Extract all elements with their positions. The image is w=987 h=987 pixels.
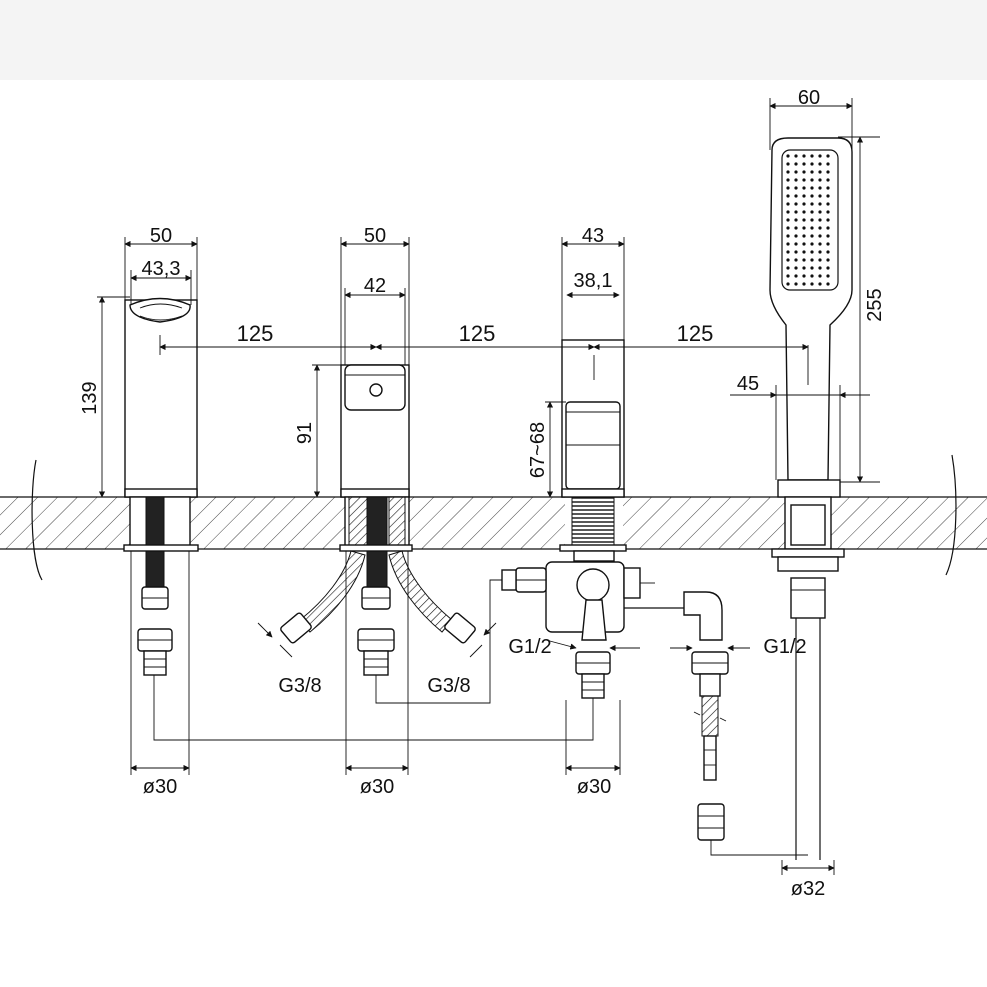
- spacing-1-label: 125: [237, 321, 274, 346]
- spout-width-label: 50: [150, 225, 172, 247]
- mixer-inner-width-label: 42: [364, 275, 386, 297]
- diverter-outlet-left-thread-label: G1/2: [508, 636, 551, 658]
- left-hose-thread-label: G3/8: [278, 675, 321, 697]
- handshower-width-label: 60: [798, 87, 820, 109]
- spout-diameter-label: ø30: [143, 776, 177, 798]
- mixer: [280, 364, 476, 676]
- diverter-height-label: 67~68: [527, 422, 549, 478]
- spacing-2-label: 125: [459, 321, 496, 346]
- connection-lines: [153, 579, 808, 856]
- diverter-inner-width-label: 38,1: [574, 270, 613, 292]
- spout: [123, 297, 199, 676]
- handshower-diameter-label: ø32: [791, 878, 825, 900]
- diverter-width-label: 43: [582, 225, 604, 247]
- spout-inner-width-label: 43,3: [142, 258, 181, 280]
- handshower-handle-width-label: 45: [737, 373, 759, 395]
- dimension-lines: [97, 98, 880, 875]
- right-hose-thread-label: G3/8: [427, 675, 470, 697]
- diverter: [501, 339, 723, 699]
- handshower-length-label: 255: [864, 288, 886, 321]
- mixer-height-label: 91: [294, 422, 316, 444]
- diverter-diameter-label: ø30: [577, 776, 611, 798]
- spacing-3-label: 125: [677, 321, 714, 346]
- mixer-diameter-label: ø30: [360, 776, 394, 798]
- spout-height-label: 139: [79, 381, 101, 414]
- hand-shower: [691, 137, 853, 860]
- mixer-width-label: 50: [364, 225, 386, 247]
- diverter-outlet-right-thread-label: G1/2: [763, 636, 806, 658]
- dimension-labels: 50 43,3 139 50 42 91 43 38,1 67~68 125 1…: [79, 87, 886, 900]
- top-strip: [0, 0, 987, 80]
